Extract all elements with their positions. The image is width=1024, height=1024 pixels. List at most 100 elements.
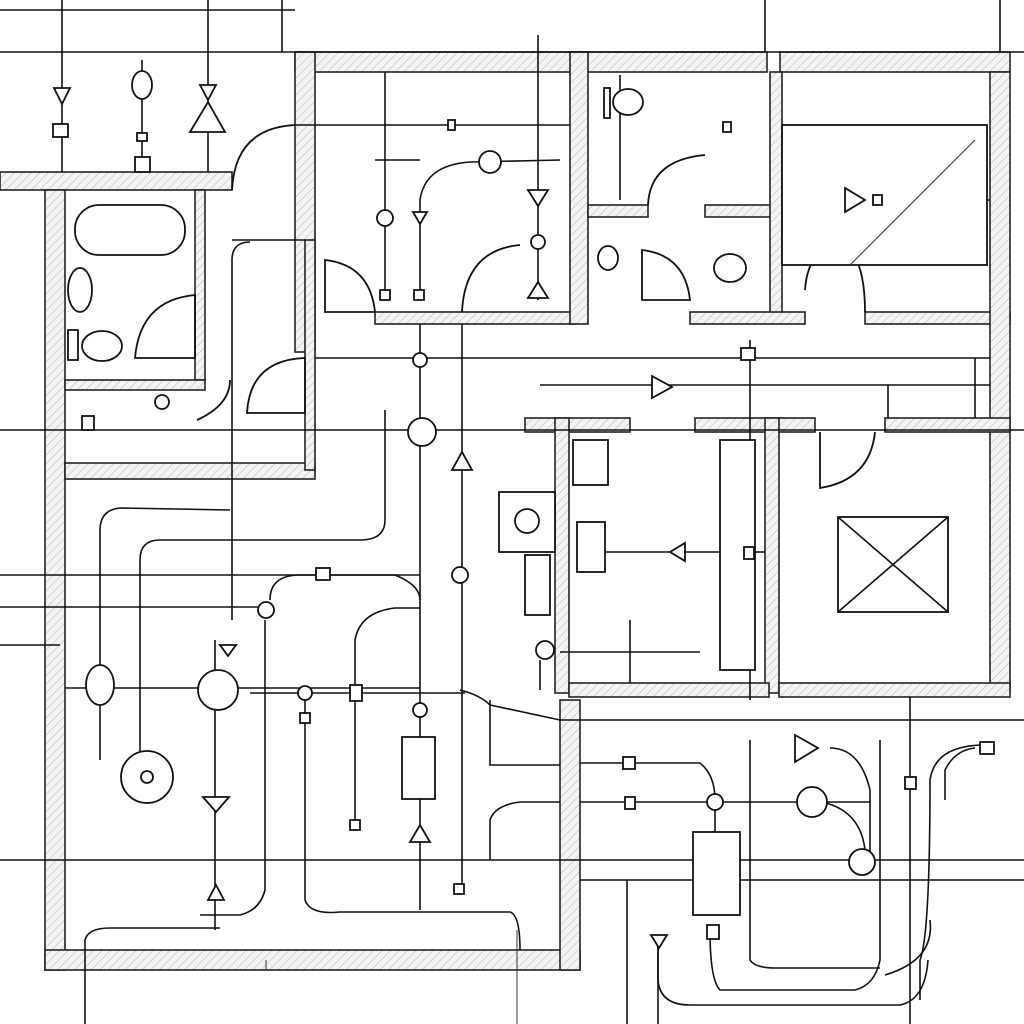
door-arc	[231, 124, 296, 191]
toilet-icon	[713, 253, 747, 283]
wall-kitchen-top	[524, 417, 631, 433]
fitting-square-icon	[315, 567, 331, 581]
stove-icon	[572, 439, 609, 486]
valve-triangle-icon	[649, 934, 669, 950]
gauge-icon	[376, 209, 394, 227]
pump-circle-icon	[197, 669, 239, 711]
gauge-icon	[131, 70, 153, 100]
wall-bottom	[44, 949, 581, 971]
fitting-square-icon	[743, 546, 755, 560]
wall-room-bottom	[374, 311, 576, 325]
filter-icon	[85, 664, 115, 706]
valve-triangle-icon	[651, 374, 674, 400]
wall-kitchen-right	[764, 417, 780, 694]
wall-top-right	[779, 51, 1011, 73]
appliance-icon	[524, 554, 551, 616]
valve-triangle-icon	[844, 186, 867, 214]
fitting-square-icon	[622, 756, 636, 770]
fitting-square-icon	[722, 121, 732, 133]
gauge-icon	[451, 566, 469, 584]
wall-wc-bottom	[689, 311, 806, 325]
door-arc	[641, 248, 692, 301]
wall-lower-mid	[559, 699, 581, 971]
gauge-icon	[706, 793, 724, 811]
door-arc	[246, 357, 306, 414]
wall-utility-bottom	[64, 462, 316, 480]
toilet-icon	[612, 88, 644, 116]
gauge-icon	[530, 234, 546, 250]
pumps	[85, 70, 876, 876]
sink-icon	[597, 245, 619, 271]
valve-triangle-icon	[668, 541, 686, 563]
wall-kitchen-bottom	[568, 682, 770, 698]
valve-triangle-icon	[201, 796, 231, 814]
fixtures	[67, 87, 988, 916]
wall-bath-bottom	[64, 379, 206, 391]
fitting-square-icon	[740, 347, 756, 361]
fitting-square-icon	[413, 289, 425, 301]
fitting-square-icon	[136, 132, 148, 142]
gauge-icon	[297, 685, 313, 701]
fitting-square-icon	[447, 119, 456, 131]
wall-corridor	[304, 239, 316, 471]
shower-diagonal	[849, 139, 976, 266]
valve-triangle-icon	[206, 883, 226, 901]
fittings	[52, 119, 995, 940]
fitting-square-icon	[349, 819, 361, 831]
valve-triangle-icon	[408, 823, 432, 843]
fitting-square-icon	[453, 883, 465, 895]
door-arc	[196, 379, 231, 421]
sink-icon	[67, 267, 93, 313]
wall-wc-2	[704, 204, 776, 218]
fitting-square-icon	[52, 123, 69, 138]
kitchen-sink-icon	[576, 521, 606, 573]
valve-triangle-icon	[450, 450, 474, 471]
bathtub-icon	[74, 204, 186, 256]
shower-area	[781, 124, 988, 266]
wall-top-left	[0, 171, 233, 191]
fitting-square-icon	[349, 684, 363, 702]
fitting-square-icon	[904, 776, 917, 790]
fitting-square-icon	[299, 712, 311, 724]
gauge-icon	[412, 352, 428, 368]
gauge-icon	[412, 702, 428, 718]
tank-rect-icon	[692, 831, 741, 916]
fitting-square-icon	[624, 796, 636, 810]
gauge-icon	[257, 601, 275, 619]
door-arc	[461, 244, 521, 313]
wall-bath	[194, 189, 206, 381]
tank-rect-icon	[401, 736, 436, 800]
pump-circle-icon	[796, 786, 828, 818]
fitting-square-icon	[979, 741, 995, 755]
fitting-square-icon	[872, 194, 883, 206]
gauge-icon	[535, 640, 555, 660]
wall-top	[294, 51, 768, 73]
walls	[0, 51, 1011, 971]
fitting-square-icon	[379, 289, 391, 301]
pump-circle-icon	[848, 848, 876, 876]
fitting-square-icon	[706, 924, 720, 940]
doors	[134, 124, 876, 490]
pump-circle-icon	[478, 150, 502, 174]
wall-shaft-bottom	[778, 682, 1011, 698]
valve-triangle-icon	[218, 644, 238, 658]
valve-triangle-icon	[52, 87, 72, 107]
wall-right-room-bottom	[864, 311, 1011, 325]
gauge-icon	[154, 394, 170, 410]
wall-left-outer	[44, 189, 66, 971]
door-arc	[134, 294, 196, 359]
fitting-square-icon	[81, 415, 95, 431]
wall-right-outer	[989, 71, 1011, 693]
wall-vertical-3	[769, 71, 783, 323]
boiler-circle-icon	[514, 508, 540, 534]
fitting-square-icon	[134, 156, 151, 173]
wall-shaft-top	[884, 417, 1011, 433]
door-arc	[647, 154, 706, 206]
wall-wc	[587, 204, 649, 218]
valve-triangle-icon	[526, 189, 550, 208]
door-arc	[819, 431, 876, 490]
pump-circle-icon	[407, 417, 437, 447]
valve-triangle-icon	[188, 100, 227, 133]
